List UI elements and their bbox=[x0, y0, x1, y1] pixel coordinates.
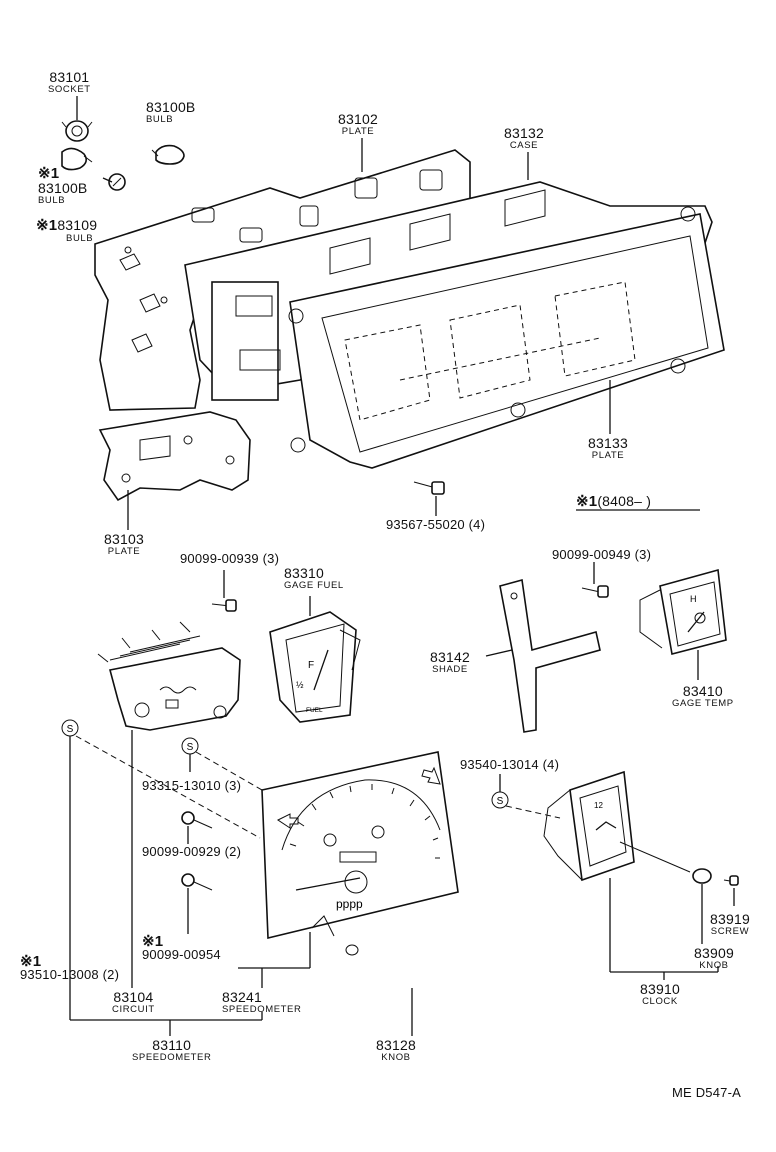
s-marker-left: S bbox=[61, 719, 79, 737]
label-83101: 83101 SOCKET bbox=[48, 69, 91, 95]
svg-text:S: S bbox=[187, 742, 194, 753]
screw-90099-00929 bbox=[181, 811, 213, 829]
callout-90099-00939: 90099-00939 (3) bbox=[180, 551, 280, 566]
temp-gauge-83410: H bbox=[639, 568, 727, 655]
speedometer-knob-83128 bbox=[345, 944, 424, 988]
screw-90099-00939 bbox=[211, 599, 237, 612]
bulb-part-left bbox=[61, 147, 93, 171]
label-83132: 83132 CASE bbox=[504, 125, 544, 151]
screw-83919 bbox=[723, 875, 739, 886]
lower-leader-lines bbox=[69, 730, 735, 1036]
clock-12-mark: 12 bbox=[594, 801, 603, 810]
label-83100b-left: ※1 83100B BULB bbox=[38, 165, 88, 206]
label-83104: 83104 CIRCUIT bbox=[112, 989, 155, 1015]
label-83910: 83910 CLOCK bbox=[640, 981, 680, 1007]
label-83128: 83128 KNOB bbox=[376, 1037, 416, 1063]
callout-93510-13008-mark: ※1 bbox=[20, 953, 42, 970]
label-83103: 83103 PLATE bbox=[104, 531, 144, 557]
speedometer-dial: pppp bbox=[261, 751, 459, 940]
label-83310: 83310 GAGE FUEL bbox=[284, 565, 344, 591]
label-83241: 83241 SPEEDOMETER bbox=[222, 989, 302, 1015]
bulb-83109-part bbox=[108, 173, 126, 191]
shade-83142 bbox=[499, 578, 601, 733]
label-83109: ※183109 BULB bbox=[36, 217, 98, 244]
callout-93510-13008: 93510-13008 (2) bbox=[20, 967, 120, 982]
label-83102: 83102 PLATE bbox=[338, 111, 378, 137]
plate-83133 bbox=[288, 206, 725, 469]
plate-83102 bbox=[94, 149, 471, 411]
top-leader-lines bbox=[76, 96, 611, 530]
s-marker-right: S bbox=[491, 791, 509, 809]
socket-part bbox=[61, 120, 93, 142]
label-83100b-top: 83100B BULB bbox=[146, 99, 196, 125]
applicability-note: ※1(8408– ) bbox=[576, 493, 652, 510]
circuit-board-83104 bbox=[97, 621, 241, 731]
callout-90099-00954: 90099-00954 bbox=[142, 947, 221, 962]
dashed-reference-lines bbox=[75, 735, 561, 839]
callout-93540-13014: 93540-13014 (4) bbox=[460, 757, 560, 772]
callout-90099-00929: 90099-00929 (2) bbox=[142, 844, 242, 859]
label-83919: 83919 SCREW bbox=[710, 911, 750, 937]
svg-text:S: S bbox=[67, 724, 74, 735]
svg-text:S: S bbox=[497, 796, 504, 807]
fuel-gauge-83310: F ½ FUEL bbox=[269, 611, 361, 723]
label-83133: 83133 PLATE bbox=[588, 435, 628, 461]
bulb-part-top bbox=[151, 144, 185, 165]
callout-90099-00949: 90099-00949 (3) bbox=[552, 547, 652, 562]
screw-93567 bbox=[413, 481, 445, 495]
label-83110: 83110 SPEEDOMETER bbox=[132, 1037, 212, 1063]
callout-93315-13010: 93315-13010 (3) bbox=[142, 778, 242, 793]
callout-93567-55020: 93567-55020 (4) bbox=[386, 517, 486, 532]
odometer-marks: pppp bbox=[336, 897, 363, 911]
temp-h-mark: H bbox=[690, 594, 697, 604]
label-83142: 83142 SHADE bbox=[430, 649, 470, 675]
diagram-code: ME D547-A bbox=[672, 1085, 741, 1100]
middle-leader-lines bbox=[223, 562, 699, 680]
screw-90099-00949 bbox=[581, 585, 609, 598]
screw-90099-00954 bbox=[181, 873, 213, 891]
fuel-half-mark: ½ bbox=[296, 680, 304, 690]
fuel-text: FUEL bbox=[306, 707, 323, 714]
callout-90099-00954-mark: ※1 bbox=[142, 933, 164, 950]
label-83909: 83909 KNOB bbox=[694, 945, 734, 971]
clock-knob-83909 bbox=[692, 868, 712, 884]
fuel-full-mark: F bbox=[308, 660, 314, 671]
s-marker-center: S bbox=[181, 737, 199, 755]
label-83410: 83410 GAGE TEMP bbox=[672, 683, 734, 709]
plate-83103 bbox=[98, 411, 251, 502]
clock-83910: 12 bbox=[543, 770, 691, 882]
